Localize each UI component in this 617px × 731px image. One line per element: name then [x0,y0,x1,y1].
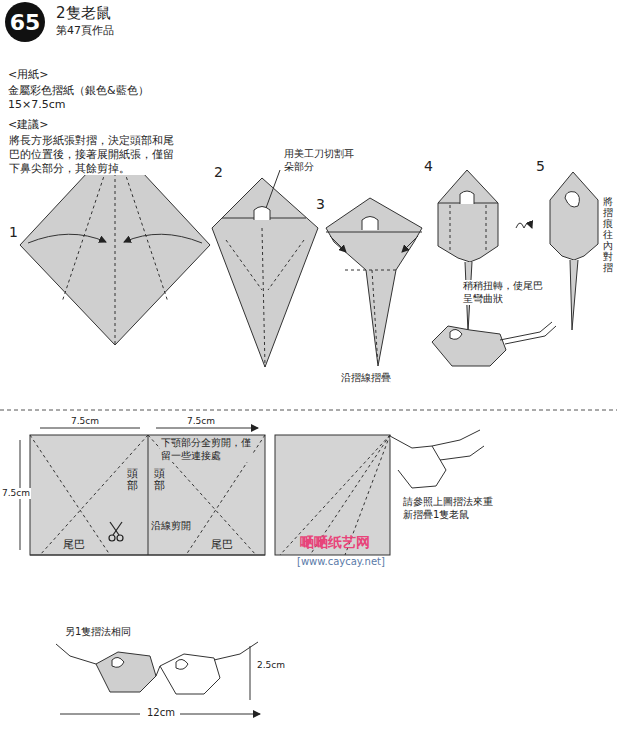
step-number: 1 [8,224,19,242]
dimension: 12cm [146,707,176,720]
paper-spec: 金屬彩色摺紙（銀色&藍色）15×7.5cm [8,84,168,112]
instruction-note: 將摺痕往內對摺 [602,196,614,273]
step3-shape [326,198,422,366]
advice-note: 將長方形紙張對摺，決定頭部和尾巴的位置後，接著展開紙張，僅留下鼻尖部分，其餘剪掉… [8,134,180,175]
instruction-note: 稍稍扭轉，使尾巴呈彎曲狀 [462,280,544,305]
dimension: 7.5cm [1,488,31,499]
instruction-note: 用美工刀切割耳朵部分 [283,148,357,173]
step-number: 3 [316,196,325,214]
watermark: 嗮嗮纸艺网 [300,534,370,552]
title: 2隻老鼠 [56,4,111,23]
part-name: 頭部 [153,468,166,492]
instruction-note: 下顎部分全剪開，僅留一些連接處 [160,437,252,462]
two-mice [56,642,260,714]
part-name: 尾巴 [62,538,86,552]
instruction-note: 請參照上圖摺法來重新摺疊1隻老鼠 [402,496,500,521]
instruction-note: 沿線剪開 [150,520,192,533]
watermark: [www.caycay.net] [296,556,386,569]
step4-shape [438,170,498,332]
mouse-side-view [432,322,556,366]
separator [0,410,617,411]
dimension: 7.5cm [70,416,100,427]
sheet-second-mouse [275,430,484,555]
part-name: 頭部 [126,468,139,492]
dimension: 7.5cm [186,416,216,427]
page-number-circle: 65 [5,2,45,42]
page-number: 65 [10,10,41,35]
part-name: 尾巴 [210,538,234,552]
step-number: 2 [214,164,223,182]
subtitle: 第47頁作品 [56,24,114,38]
instruction-note: 沿摺線摺疊 [340,372,392,385]
step-number: 5 [536,158,545,176]
section-heading: <建議> [8,118,48,132]
sheet-cut-pattern [20,428,265,555]
step-number: 4 [424,158,433,176]
turn-over-symbol [516,223,532,228]
scissors-icon [109,522,123,541]
dimension: 2.5cm [256,660,286,671]
step2-kite [212,170,318,367]
step5-shape [550,172,598,330]
instruction-note: 另1隻摺法相同 [64,626,132,639]
section-heading: <用紙> [8,68,48,82]
